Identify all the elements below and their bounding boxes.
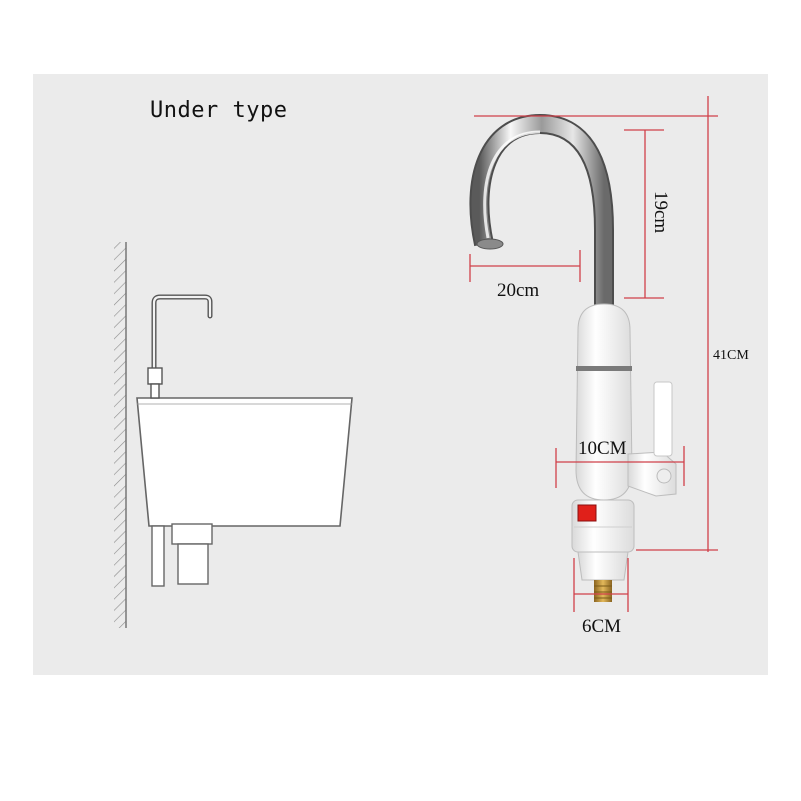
label-total-height: 41CM (713, 348, 749, 363)
label-body-width: 10CM (578, 438, 627, 459)
label-spout-reach: 20cm (497, 280, 540, 301)
label-spout-height: 19cm (650, 191, 671, 234)
faucet-collar (147, 367, 163, 385)
lever-pivot (656, 468, 672, 484)
heater-unit (177, 543, 209, 585)
faucet-base (150, 383, 160, 399)
sink-basin (136, 397, 353, 527)
chrome-band (576, 366, 632, 371)
heater-box (171, 523, 213, 545)
diagram-title: Under type (150, 98, 288, 123)
dimension-lines (469, 96, 718, 612)
sink-schematic (114, 242, 353, 628)
faucet-pipe (151, 294, 213, 375)
electric-faucet (469, 113, 677, 602)
base-nut (577, 551, 629, 581)
drain-pipe (151, 525, 165, 587)
wall-hatching (114, 242, 126, 628)
lever-handle (653, 381, 673, 457)
heater-body (575, 303, 633, 501)
spout-outlet (476, 238, 504, 250)
power-indicator (577, 504, 597, 522)
label-base-width: 6CM (582, 616, 622, 637)
brass-connector (594, 580, 612, 602)
